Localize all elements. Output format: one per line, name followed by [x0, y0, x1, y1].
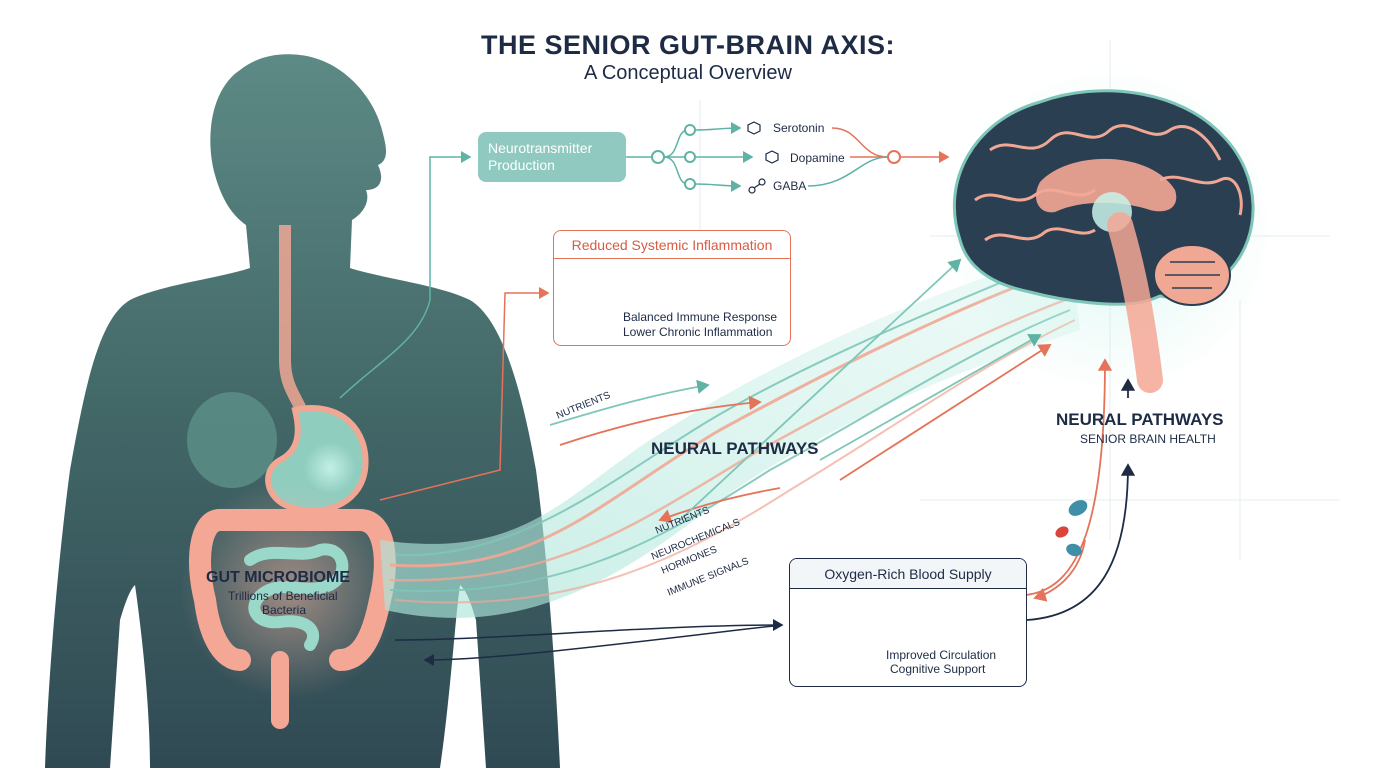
neural-pathway-band	[380, 250, 1080, 618]
molecule-icons	[747, 121, 779, 194]
arrow-to-inflammation	[379, 287, 550, 501]
neural-pathways-right-label: NEURAL PATHWAYS	[1056, 410, 1224, 429]
neural-pathways-center-label: NEURAL PATHWAYS	[651, 439, 819, 458]
neurotransmitter-box: Neurotransmitter Production	[478, 132, 626, 182]
blood-line-1: Improved Circulation	[886, 648, 997, 662]
gut-microbiome-title: GUT MICROBIOME	[206, 569, 350, 586]
serotonin-label: Serotonin	[773, 121, 825, 135]
blood-supply-box: Oxygen-Rich Blood Supply	[789, 558, 1027, 687]
blood-supply-title: Oxygen-Rich Blood Supply	[790, 559, 1026, 589]
liver	[187, 392, 277, 488]
arrow-to-neurotransmitter	[339, 151, 472, 399]
neurotransmitter-connectors	[626, 122, 950, 192]
inflammation-box: Reduced Systemic Inflammation	[553, 230, 791, 346]
digestive-tract	[187, 225, 369, 514]
serotonin-molecule-icon	[747, 121, 761, 135]
inflammation-line-2: Lower Chronic Inflammation	[623, 325, 773, 339]
inflammation-title: Reduced Systemic Inflammation	[554, 231, 790, 259]
arrow-to-blood	[394, 619, 784, 641]
dopamine-molecule-icon	[765, 150, 779, 164]
dopamine-label: Dopamine	[790, 151, 845, 165]
gaba-label: GABA	[773, 179, 807, 193]
senior-brain-health-label: SENIOR BRAIN HEALTH	[1080, 432, 1216, 446]
signal-arrows	[549, 258, 1136, 621]
blood-line-2: Cognitive Support	[890, 662, 986, 676]
inflammation-line-1: Balanced Immune Response	[623, 310, 778, 324]
blood-cells-floating	[1055, 500, 1088, 557]
intestines	[180, 480, 400, 729]
gut-microbiome-sub-1: Trillions of Beneficial	[228, 589, 338, 603]
gut-microbiome-sub-2: Bacteria	[262, 603, 307, 617]
gaba-molecule-icon	[748, 178, 766, 194]
brain	[945, 65, 1275, 395]
body-connectors	[339, 151, 784, 666]
page-title: THE SENIOR GUT-BRAIN AXIS:	[480, 30, 896, 60]
page-subtitle: A Conceptual Overview	[584, 62, 792, 84]
